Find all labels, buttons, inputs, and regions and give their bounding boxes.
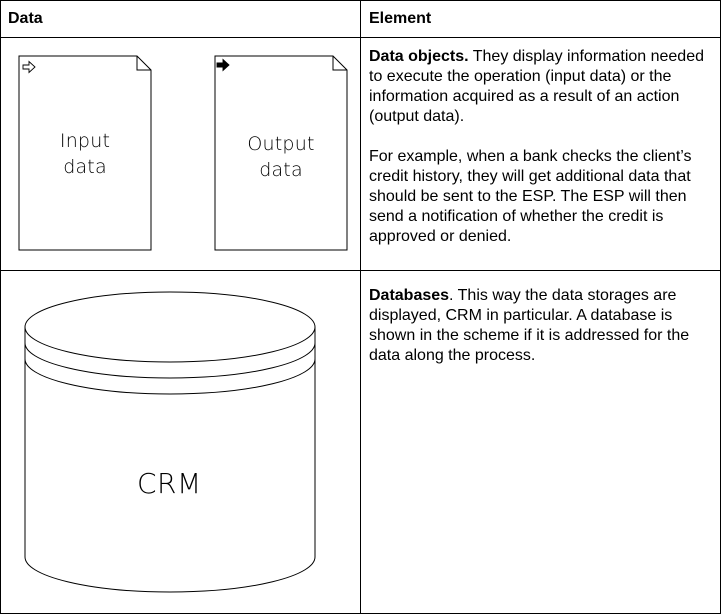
data-objects-title: Data objects.: [369, 48, 469, 65]
data-objects-text: They display information needed to execu…: [369, 48, 704, 125]
input-data-label: Input data: [19, 128, 151, 180]
data-objects-visual: Input data Output data: [1, 38, 360, 270]
input-data-label-line2: data: [63, 156, 107, 178]
databases-description: Databases. This way the data storages ar…: [369, 286, 714, 366]
output-data-label: Output data: [215, 131, 347, 183]
output-data-document-icon: [214, 55, 348, 251]
database-shape: [24, 291, 316, 593]
header-element: Element: [369, 10, 432, 27]
output-data-label-line2: data: [259, 159, 303, 181]
output-data-label-line1: Output: [247, 133, 315, 155]
data-objects-example: For example, when a bank checks the clie…: [369, 148, 692, 245]
input-data-document-icon: [18, 55, 152, 251]
table-header-divider: [0, 37, 721, 38]
databases-text: . This way the data storages are display…: [369, 287, 690, 364]
data-objects-description: Data objects. They display information n…: [369, 47, 714, 247]
data-object-shapes: [18, 55, 348, 251]
database-cylinder-icon: [24, 291, 316, 593]
header-data: Data: [8, 10, 43, 27]
table-row-divider: [0, 270, 721, 271]
table-border-left: [0, 0, 1, 614]
database-label: CRM: [137, 467, 202, 500]
data-objects-paragraph: Data objects. They display information n…: [369, 47, 714, 127]
database-visual: CRM: [1, 271, 360, 613]
databases-paragraph: Databases. This way the data storages ar…: [369, 286, 714, 366]
table-column-divider: [360, 0, 361, 614]
input-data-label-line1: Input: [59, 130, 111, 152]
databases-title: Databases: [369, 287, 450, 304]
